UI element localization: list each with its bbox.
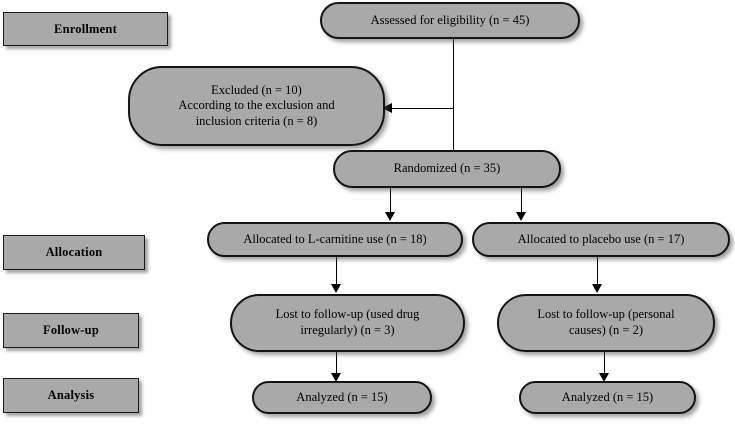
node-analyzed-right: Analyzed (n = 15) xyxy=(519,381,696,414)
connector-allocated-right-to-lost-right xyxy=(597,256,598,286)
node-analyzed-right-text: Analyzed (n = 15) xyxy=(561,389,654,404)
node-lost-to-follow-up-right: Lost to follow-up (personal causes) (n =… xyxy=(497,294,715,352)
node-lost-to-follow-up-left: Lost to follow-up (used drug irregularly… xyxy=(230,294,465,352)
stage-label-enrollment-text: Enrollment xyxy=(54,21,117,36)
stage-label-analysis-text: Analysis xyxy=(47,388,95,402)
node-excluded-line1: Excluded (n = 10) xyxy=(211,82,302,97)
arrowhead-lost-right-icon xyxy=(592,284,602,293)
node-lost-right-lines: Lost to follow-up (personal causes) (n =… xyxy=(537,307,674,338)
stage-label-allocation: Allocation xyxy=(3,235,145,270)
node-allocated-placebo: Allocated to placebo use (n = 17) xyxy=(472,222,730,257)
node-excluded-line3: inclusion criteria (n = 8) xyxy=(195,113,318,128)
connector-randomized-to-allocated-right xyxy=(521,188,522,214)
connector-lost-right-to-analyzed-right xyxy=(604,352,605,375)
stage-label-allocation-text: Allocation xyxy=(45,245,103,259)
connector-lost-left-to-analyzed-left xyxy=(336,352,337,375)
stage-label-enrollment: Enrollment xyxy=(3,12,168,46)
node-lost-left-lines: Lost to follow-up (used drug irregularly… xyxy=(276,307,420,338)
node-lost-left-line1: Lost to follow-up (used drug xyxy=(275,307,420,322)
node-lost-left-line2: irregularly) (n = 3) xyxy=(300,323,395,337)
node-analyzed-left: Analyzed (n = 15) xyxy=(252,381,432,414)
node-analyzed-left-text: Analyzed (n = 15) xyxy=(296,389,388,404)
stage-label-follow-up: Follow-up xyxy=(3,313,139,348)
arrowhead-lost-left-icon xyxy=(331,284,341,293)
node-allocated-left-text: Allocated to L-carnitine use (n = 18) xyxy=(243,231,427,246)
node-assessed-text: Assessed for eligibility (n = 45) xyxy=(370,12,530,27)
connector-randomized-to-allocated-left xyxy=(390,188,391,214)
arrowhead-allocated-right-icon xyxy=(516,212,526,221)
node-randomized-text: Randomized (n = 35) xyxy=(393,161,501,176)
node-allocated-l-carnitine: Allocated to L-carnitine use (n = 18) xyxy=(207,222,463,257)
connector-assessed-to-randomized xyxy=(453,37,454,152)
node-excluded-lines: Excluded (n = 10) According to the exclu… xyxy=(178,83,334,130)
stage-label-follow-up-text: Follow-up xyxy=(43,323,99,337)
node-lost-right-line1: Lost to follow-up (personal xyxy=(537,307,675,322)
node-lost-right-line2: causes) (n = 2) xyxy=(568,323,644,337)
node-excluded: Excluded (n = 10) According to the exclu… xyxy=(128,66,385,146)
node-allocated-right-text: Allocated to placebo use (n = 17) xyxy=(517,231,685,246)
arrowhead-analyzed-right-icon xyxy=(599,373,609,382)
connector-allocated-left-to-lost-left xyxy=(336,256,337,286)
connector-assessed-to-excluded xyxy=(392,108,453,109)
arrowhead-to-excluded-icon xyxy=(382,103,392,113)
arrowhead-allocated-left-icon xyxy=(385,212,395,221)
node-assessed-for-eligibility: Assessed for eligibility (n = 45) xyxy=(320,2,580,39)
node-randomized: Randomized (n = 35) xyxy=(333,150,561,188)
node-excluded-line2: According to the exclusion and xyxy=(178,98,335,113)
stage-label-analysis: Analysis xyxy=(3,378,139,413)
arrowhead-analyzed-left-icon xyxy=(331,373,341,382)
